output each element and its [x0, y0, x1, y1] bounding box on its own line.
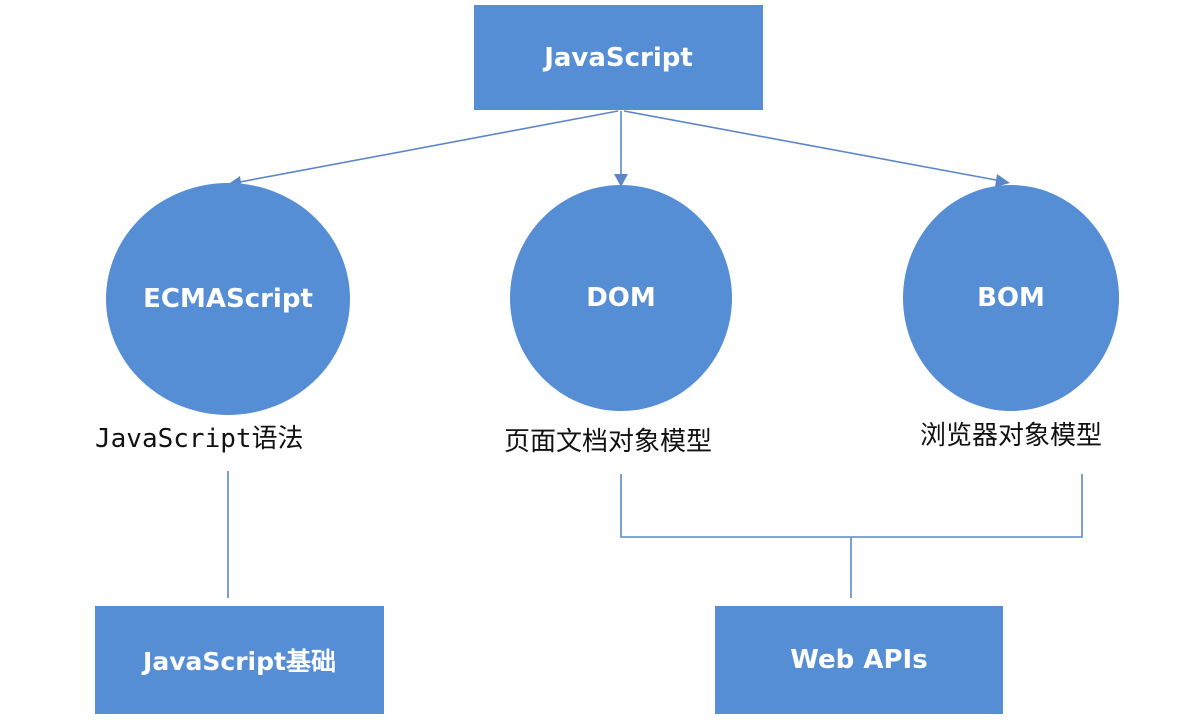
caption-dom: 页面文档对象模型: [504, 427, 713, 457]
edge-dom-bom-to-web-apis: [620, 474, 1083, 598]
edge-root-dom: [614, 111, 628, 187]
node-javascript-basics: JavaScript基础: [95, 606, 384, 714]
node-web-apis-label: Web APIs: [790, 645, 928, 675]
node-javascript: JavaScript: [474, 5, 763, 110]
edge-root-bom: [623, 110, 1010, 187]
caption-bom: 浏览器对象模型: [920, 421, 1103, 451]
node-bom: BOM: [903, 185, 1119, 411]
node-ecmascript: ECMAScript: [106, 183, 350, 415]
node-ecmascript-label: ECMAScript: [143, 284, 313, 314]
edge-root-ecmascript: [227, 110, 619, 189]
node-dom-label: DOM: [586, 283, 656, 313]
node-web-apis: Web APIs: [715, 606, 1003, 714]
node-javascript-basics-label: JavaScript基础: [143, 647, 336, 676]
caption-ecmascript: JavaScript语法: [95, 424, 304, 454]
node-dom: DOM: [510, 185, 732, 411]
node-bom-label: BOM: [977, 283, 1045, 313]
node-javascript-label: JavaScript: [544, 42, 693, 73]
